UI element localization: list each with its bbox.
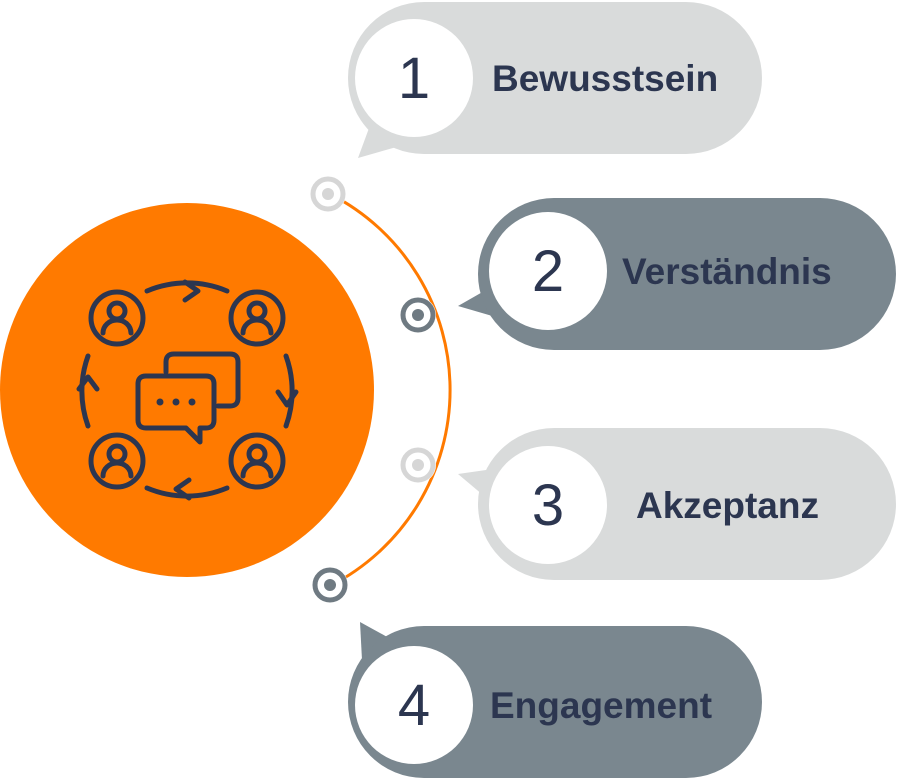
team-communication-icon [76, 279, 299, 501]
step-2: 2 Verständnis [458, 198, 896, 350]
step-number-circle [489, 446, 607, 564]
step-label: Engagement [490, 685, 712, 726]
step-4: 4 Engagement [348, 622, 762, 778]
step-label: Verständnis [622, 251, 832, 292]
timeline-dot-4 [312, 567, 348, 603]
center-circle [0, 203, 374, 577]
step-number: 2 [532, 239, 564, 304]
timeline-dot-1 [310, 176, 346, 212]
step-3: 3 Akzeptanz [458, 428, 896, 580]
step-number-circle [355, 19, 473, 137]
step-1: 1 Bewusstsein [348, 2, 762, 158]
step-number-circle [489, 212, 607, 330]
timeline-dot-3 [400, 447, 436, 483]
step-label: Akzeptanz [636, 485, 819, 526]
step-label: Bewusstsein [492, 58, 718, 99]
timeline-dot-2 [400, 297, 436, 333]
timeline-arc [329, 192, 452, 588]
step-number: 3 [532, 473, 564, 538]
chat-dots [156, 398, 196, 406]
step-number: 4 [398, 673, 430, 738]
step-number: 1 [398, 46, 430, 111]
step-number-circle [355, 646, 473, 764]
